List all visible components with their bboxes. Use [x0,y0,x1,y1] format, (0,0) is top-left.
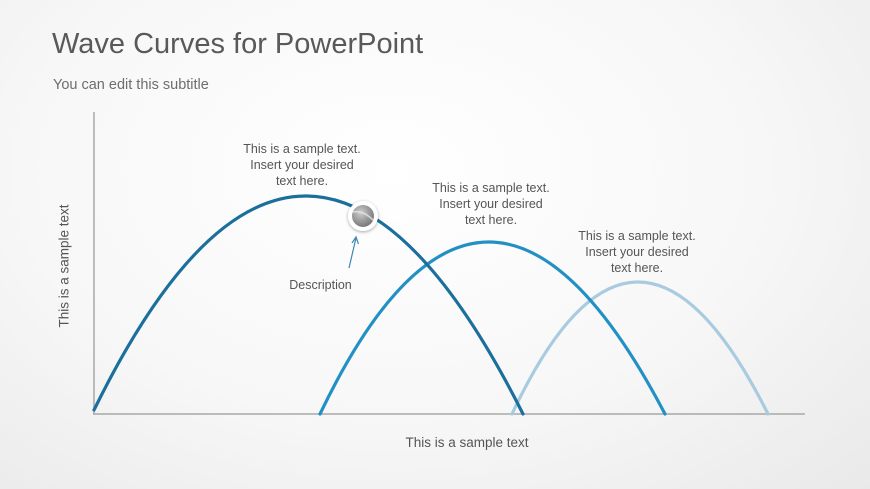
curve-3-annotation: This is a sample text. Insert your desir… [562,228,712,276]
slide-subtitle: You can edit this subtitle [53,77,209,93]
x-axis-label: This is a sample text [405,435,529,450]
marker-description-label: Description [289,278,352,292]
marker-ball[interactable] [348,201,378,231]
annotation-line: text here. [464,213,518,227]
annotation-line: This is a sample text. [432,181,550,195]
curve-2-annotation: This is a sample text. Insert your desir… [416,180,566,228]
annotation-line: This is a sample text. [243,142,361,156]
annotation-line: Insert your desired [250,158,354,172]
annotation-line: Insert your desired [585,245,689,259]
annotation-line: text here. [610,261,664,275]
annotation-line: text here. [275,174,329,188]
slide-title: Wave Curves for PowerPoint [52,28,424,60]
wave-curve-1 [92,194,525,416]
description-arrow [348,235,360,269]
y-axis-label: This is a sample text [56,204,72,328]
annotation-line: Insert your desired [439,197,543,211]
wave-curve-3 [510,280,770,416]
annotation-line: This is a sample text. [578,229,696,243]
wave-curve-2 [318,240,667,416]
curve-1-annotation: This is a sample text. Insert your desir… [227,141,377,189]
